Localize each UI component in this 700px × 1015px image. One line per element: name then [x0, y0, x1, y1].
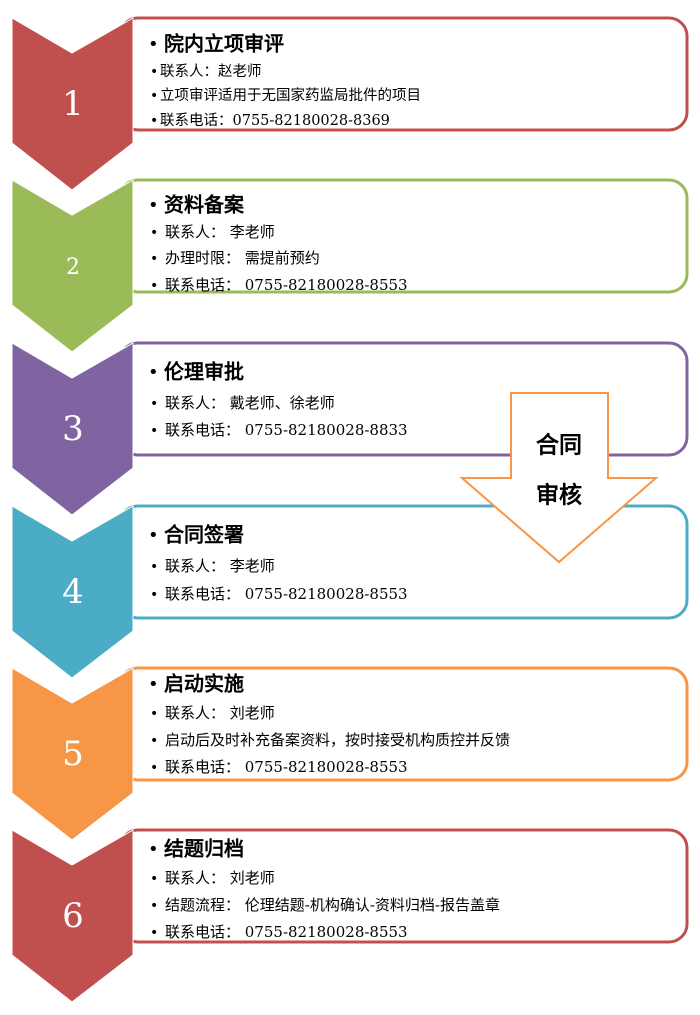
step-number: 1 — [62, 84, 84, 124]
step-chevron-arrow — [11, 179, 134, 353]
bullet-dot-icon: • — [148, 839, 159, 860]
bullet-dot-icon: • — [148, 34, 159, 55]
step-detail-line: 启动后及时补充备案资料，按时接受机构质控并反馈 — [165, 731, 510, 749]
bullet-dot-icon: • — [150, 251, 158, 267]
step-title: 伦理审批 — [164, 360, 244, 384]
step-detail-line: 联系电话：0755-82180028-8369 — [160, 112, 390, 129]
step-chevron-arrow — [11, 505, 134, 679]
bullet-dot-icon: • — [150, 64, 158, 80]
process-step-1: 1•院内立项审评•联系人：赵老师•立项审评适用于无国家药监局批件的项目•联系电话… — [11, 16, 689, 191]
bullet-dot-icon: • — [150, 423, 158, 439]
step-number: 4 — [62, 572, 84, 612]
bullet-dot-icon: • — [150, 706, 158, 722]
step-chevron-arrow — [11, 17, 134, 191]
step-chevron-arrow — [11, 342, 134, 516]
process-step-5: 5•启动实施•联系人： 刘老师•启动后及时补充备案资料，按时接受机构质控并反馈•… — [11, 666, 689, 841]
bullet-dot-icon: • — [150, 898, 158, 914]
step-title: 启动实施 — [164, 672, 244, 696]
bullet-dot-icon: • — [150, 733, 158, 749]
step-detail-line: 联系电话： 0755-82180028-8553 — [165, 585, 408, 603]
bullet-dot-icon: • — [150, 396, 158, 412]
bullet-dot-icon: • — [150, 760, 158, 776]
bullet-dot-icon: • — [150, 88, 158, 104]
down-arrow-shape — [459, 392, 659, 564]
step-title: 资料备案 — [164, 193, 245, 217]
bullet-dot-icon: • — [150, 113, 158, 129]
step-detail-line: 联系人： 李老师 — [165, 223, 275, 241]
step-detail-line: 联系人： 刘老师 — [165, 704, 275, 722]
bullet-dot-icon: • — [150, 278, 158, 294]
step-number: 6 — [62, 896, 84, 936]
step-title: 结题归档 — [164, 837, 244, 861]
bullet-dot-icon: • — [148, 525, 159, 546]
step-title: 合同签署 — [164, 523, 244, 547]
step-detail-line: 立项审评适用于无国家药监局批件的项目 — [160, 87, 421, 104]
process-step-6: 6•结题归档•联系人： 刘老师•结题流程： 伦理结题-机构确认-资料归档-报告盖… — [11, 828, 689, 1003]
step-detail-line: 联系人： 戴老师、徐老师 — [165, 394, 335, 412]
bullet-dot-icon: • — [148, 195, 159, 216]
contract-review-label-line2: 审核 — [536, 482, 582, 509]
bullet-dot-icon: • — [148, 674, 159, 695]
step-title: 院内立项审评 — [164, 32, 284, 56]
step-number: 5 — [62, 734, 84, 774]
bullet-dot-icon: • — [150, 225, 158, 241]
step-detail-line: 联系人： 刘老师 — [165, 869, 275, 887]
step-detail-line: 联系电话： 0755-82180028-8553 — [165, 923, 408, 941]
step-detail-line: 办理时限： 需提前预约 — [165, 249, 320, 267]
step-chevron-arrow — [11, 829, 134, 1003]
step-detail-line: 联系人：赵老师 — [160, 63, 262, 80]
process-step-2: 2•资料备案•联系人： 李老师•办理时限： 需提前预约•联系电话： 0755-8… — [11, 178, 689, 353]
step-detail-line: 联系电话： 0755-82180028-8553 — [165, 758, 408, 776]
bullet-dot-icon: • — [150, 925, 158, 941]
step-detail-line: 结题流程： 伦理结题-机构确认-资料归档-报告盖章 — [165, 896, 500, 914]
bullet-dot-icon: • — [150, 871, 158, 887]
step-number: 2 — [66, 255, 80, 280]
bullet-dot-icon: • — [148, 362, 159, 383]
step-number: 3 — [62, 409, 84, 449]
contract-review-label-line1: 合同 — [536, 432, 582, 459]
bullet-dot-icon: • — [150, 559, 158, 575]
step-detail-line: 联系人： 李老师 — [165, 557, 275, 575]
bullet-dot-icon: • — [150, 587, 158, 603]
step-chevron-arrow — [11, 667, 134, 841]
step-detail-line: 联系电话： 0755-82180028-8833 — [165, 421, 408, 439]
step-detail-line: 联系电话： 0755-82180028-8553 — [165, 276, 408, 294]
